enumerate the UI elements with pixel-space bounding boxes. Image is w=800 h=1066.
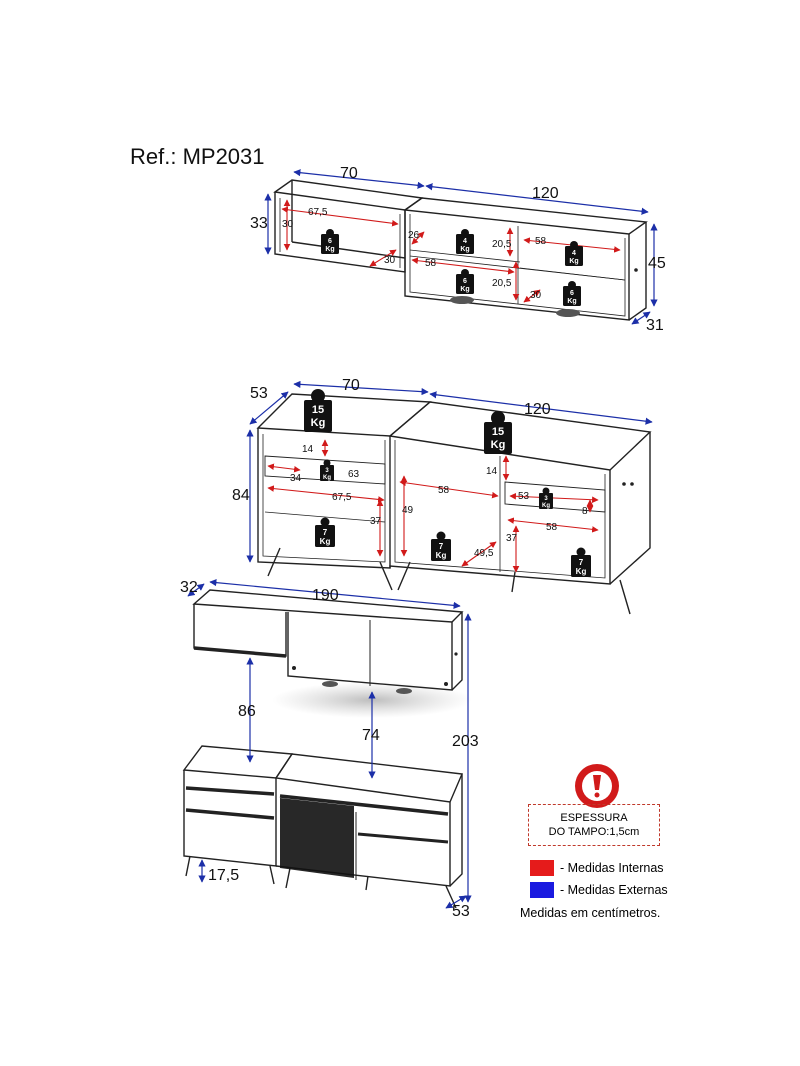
svg-text:6: 6 bbox=[328, 238, 332, 245]
internal-swatch bbox=[530, 860, 554, 876]
dim-assembly-total-height: 203 bbox=[452, 733, 479, 750]
assembly-dims bbox=[187, 579, 472, 909]
upper-external-dims bbox=[264, 169, 658, 325]
legend-internal-label: - Medidas Internas bbox=[560, 861, 664, 875]
svg-text:Kg: Kg bbox=[323, 475, 331, 481]
weight-icon: 3 Kg bbox=[320, 459, 334, 481]
dim-lower-internal: 58 bbox=[438, 485, 450, 496]
weight-icon: 15 Kg bbox=[304, 389, 332, 432]
dim-lower-internal: 67,5 bbox=[332, 492, 352, 503]
svg-text:7: 7 bbox=[323, 528, 328, 537]
weight-icon: 6 Kg bbox=[321, 229, 339, 254]
weight-icon: 4 Kg bbox=[456, 229, 474, 254]
dim-upper-height-left: 33 bbox=[250, 215, 268, 232]
dim-upper-internal: 30 bbox=[384, 255, 396, 266]
dim-assembly-depth-bottom: 53 bbox=[452, 903, 470, 920]
svg-text:Kg: Kg bbox=[460, 286, 469, 293]
svg-text:4: 4 bbox=[463, 238, 467, 245]
svg-text:6: 6 bbox=[463, 278, 467, 285]
warning-icon bbox=[575, 764, 619, 808]
dim-upper-internal: 30 bbox=[530, 290, 542, 301]
legend-internal: - Medidas Internas bbox=[530, 860, 664, 876]
svg-text:7: 7 bbox=[579, 558, 584, 567]
dim-upper-internal: 67,5 bbox=[308, 207, 328, 218]
weight-icon: 3 Kg bbox=[539, 487, 553, 509]
dim-lower-height: 84 bbox=[232, 487, 250, 504]
svg-text:3: 3 bbox=[544, 496, 548, 502]
dim-lower-internal: 37 bbox=[506, 533, 518, 544]
dim-upper-width-left: 70 bbox=[340, 165, 358, 182]
dim-assembly-leg-height: 17,5 bbox=[208, 867, 239, 884]
svg-text:Kg: Kg bbox=[542, 503, 550, 509]
svg-text:Kg: Kg bbox=[320, 537, 331, 546]
warning-line-1: ESPESSURA bbox=[560, 812, 628, 824]
dim-lower-internal: 58 bbox=[546, 522, 558, 533]
dim-upper-depth: 31 bbox=[646, 317, 664, 334]
dim-lower-internal: 14 bbox=[302, 444, 314, 455]
svg-text:Kg: Kg bbox=[569, 258, 578, 265]
svg-text:Kg: Kg bbox=[325, 246, 334, 253]
assembly-upper bbox=[192, 589, 464, 691]
svg-text:4: 4 bbox=[572, 250, 576, 257]
dim-upper-internal: 20,5 bbox=[492, 239, 512, 250]
lower-external-dims bbox=[246, 380, 653, 563]
svg-text:15: 15 bbox=[312, 404, 324, 416]
weight-icon: 7 Kg bbox=[571, 547, 591, 577]
svg-text:Kg: Kg bbox=[491, 439, 506, 451]
glass-door bbox=[280, 798, 354, 878]
svg-text:Kg: Kg bbox=[576, 567, 587, 576]
weight-icon: 7 Kg bbox=[315, 517, 335, 547]
lower-internal-dims bbox=[267, 439, 599, 573]
svg-text:Kg: Kg bbox=[567, 298, 576, 305]
weight-icon: 6 Kg bbox=[563, 281, 581, 306]
dim-upper-internal: 20,5 bbox=[492, 278, 512, 289]
dim-upper-height-right: 45 bbox=[648, 255, 666, 272]
dim-upper-internal: 26 bbox=[408, 230, 420, 241]
svg-text:15: 15 bbox=[492, 426, 504, 438]
dim-lower-internal: 63 bbox=[348, 469, 360, 480]
reference-code: Ref.: MP2031 bbox=[130, 144, 265, 169]
dim-lower-internal: 49 bbox=[402, 505, 414, 516]
units-note: Medidas em centímetros. bbox=[520, 906, 661, 920]
svg-text:Kg: Kg bbox=[436, 551, 447, 560]
external-swatch bbox=[530, 882, 554, 898]
weight-icon: 15 Kg bbox=[484, 411, 512, 454]
svg-text:6: 6 bbox=[570, 290, 574, 297]
dim-lower-internal: 37 bbox=[370, 516, 382, 527]
dim-lower-internal: 8 bbox=[582, 506, 588, 517]
dim-assembly-total-width: 190 bbox=[312, 587, 339, 604]
dim-lower-internal: 49,5 bbox=[474, 548, 494, 559]
legend-external: - Medidas Externas bbox=[530, 882, 668, 898]
dim-lower-internal: 53 bbox=[518, 491, 530, 502]
svg-text:Kg: Kg bbox=[311, 417, 326, 429]
dim-lower-width-left: 70 bbox=[342, 377, 360, 394]
dim-lower-internal: 14 bbox=[486, 466, 498, 477]
dim-upper-internal: 58 bbox=[425, 258, 437, 269]
legend-external-label: - Medidas Externas bbox=[560, 883, 668, 897]
dim-lower-internal: 34 bbox=[290, 473, 302, 484]
svg-text:7: 7 bbox=[439, 542, 444, 551]
weight-icon: 6 Kg bbox=[456, 269, 474, 294]
dim-assembly-gap-left: 86 bbox=[238, 703, 256, 720]
dim-assembly-depth-top: 32 bbox=[180, 579, 198, 596]
lower-cabinets bbox=[256, 393, 652, 615]
warning-line-2: DO TAMPO:1,5cm bbox=[548, 826, 640, 838]
svg-text:3: 3 bbox=[325, 468, 329, 474]
weight-icon: 7 Kg bbox=[431, 531, 451, 561]
upper-internal-dims bbox=[281, 199, 621, 303]
dim-lower-depth: 53 bbox=[250, 385, 268, 402]
dim-assembly-gap-right: 74 bbox=[362, 727, 380, 744]
dim-upper-internal: 58 bbox=[535, 236, 547, 247]
svg-text:Kg: Kg bbox=[460, 246, 469, 253]
tabletop-thickness-note: ESPESSURA DO TAMPO:1,5cm bbox=[528, 804, 660, 846]
weight-icon: 4 Kg bbox=[565, 241, 583, 266]
dim-upper-internal: 30 bbox=[282, 219, 294, 230]
dim-lower-width-right: 120 bbox=[524, 401, 551, 418]
dim-upper-width-right: 120 bbox=[532, 185, 559, 202]
